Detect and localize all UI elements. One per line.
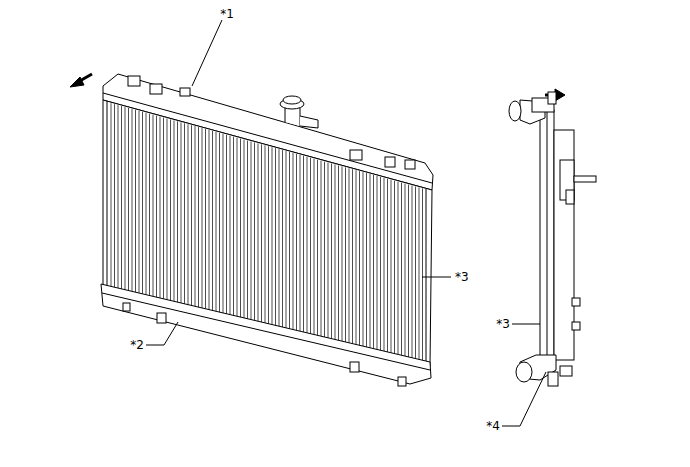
callout-number: *2 bbox=[130, 338, 144, 352]
radiator-side bbox=[509, 92, 596, 386]
radiator-front bbox=[101, 74, 433, 386]
callout-number: *4 bbox=[486, 419, 500, 433]
callout-number: *3 bbox=[455, 270, 469, 284]
callout-number: *1 bbox=[220, 7, 234, 21]
leader-line bbox=[146, 20, 546, 426]
callout-number: *3 bbox=[496, 317, 510, 331]
